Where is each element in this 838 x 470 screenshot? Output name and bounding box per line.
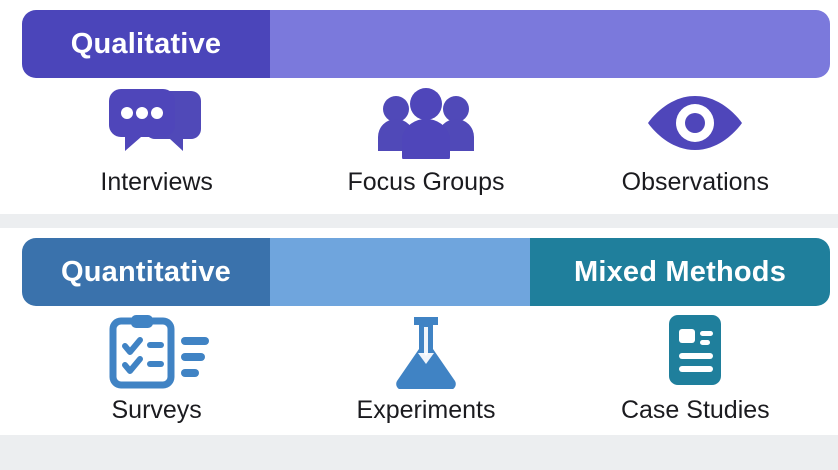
quantitative-items-row: Surveys Experiments — [22, 314, 830, 434]
method-item-experiments[interactable]: Experiments — [291, 314, 560, 434]
qualitative-panel: Qualitative Interviews — [0, 0, 838, 214]
qualitative-title: Qualitative — [70, 27, 222, 60]
method-item-surveys[interactable]: Surveys — [22, 314, 291, 434]
eye-icon — [640, 86, 750, 160]
method-label: Experiments — [356, 396, 496, 424]
clipboard-checklist-icon — [101, 314, 213, 389]
qualitative-header-bar: Qualitative — [22, 10, 830, 78]
method-label: Observations — [621, 168, 769, 196]
method-label: Interviews — [100, 168, 213, 196]
method-label: Focus Groups — [347, 168, 505, 196]
method-label: Case Studies — [620, 396, 770, 424]
method-item-focus-groups[interactable]: Focus Groups — [291, 86, 560, 208]
qualitative-title-segment: Qualitative — [22, 10, 270, 78]
flask-icon — [384, 314, 468, 389]
mixed-methods-segment: Mixed Methods — [530, 238, 830, 306]
method-item-case-studies[interactable]: Case Studies — [561, 314, 830, 434]
quantitative-panel: Quantitative Mixed Methods — [0, 228, 838, 435]
document-icon — [659, 314, 731, 388]
qualitative-filler-segment — [270, 10, 830, 78]
quantitative-filler-segment — [270, 238, 530, 306]
mixed-methods-title: Mixed Methods — [573, 255, 787, 288]
qualitative-items-row: Interviews Focus Groups — [22, 86, 830, 208]
quantitative-title: Quantitative — [61, 255, 231, 288]
speech-bubbles-icon — [105, 86, 209, 160]
people-group-icon — [372, 86, 480, 160]
method-label: Surveys — [111, 396, 202, 424]
quantitative-header-bar: Quantitative Mixed Methods — [22, 238, 830, 306]
method-item-observations[interactable]: Observations — [561, 86, 830, 208]
quantitative-title-segment: Quantitative — [22, 238, 270, 306]
method-item-interviews[interactable]: Interviews — [22, 86, 291, 208]
